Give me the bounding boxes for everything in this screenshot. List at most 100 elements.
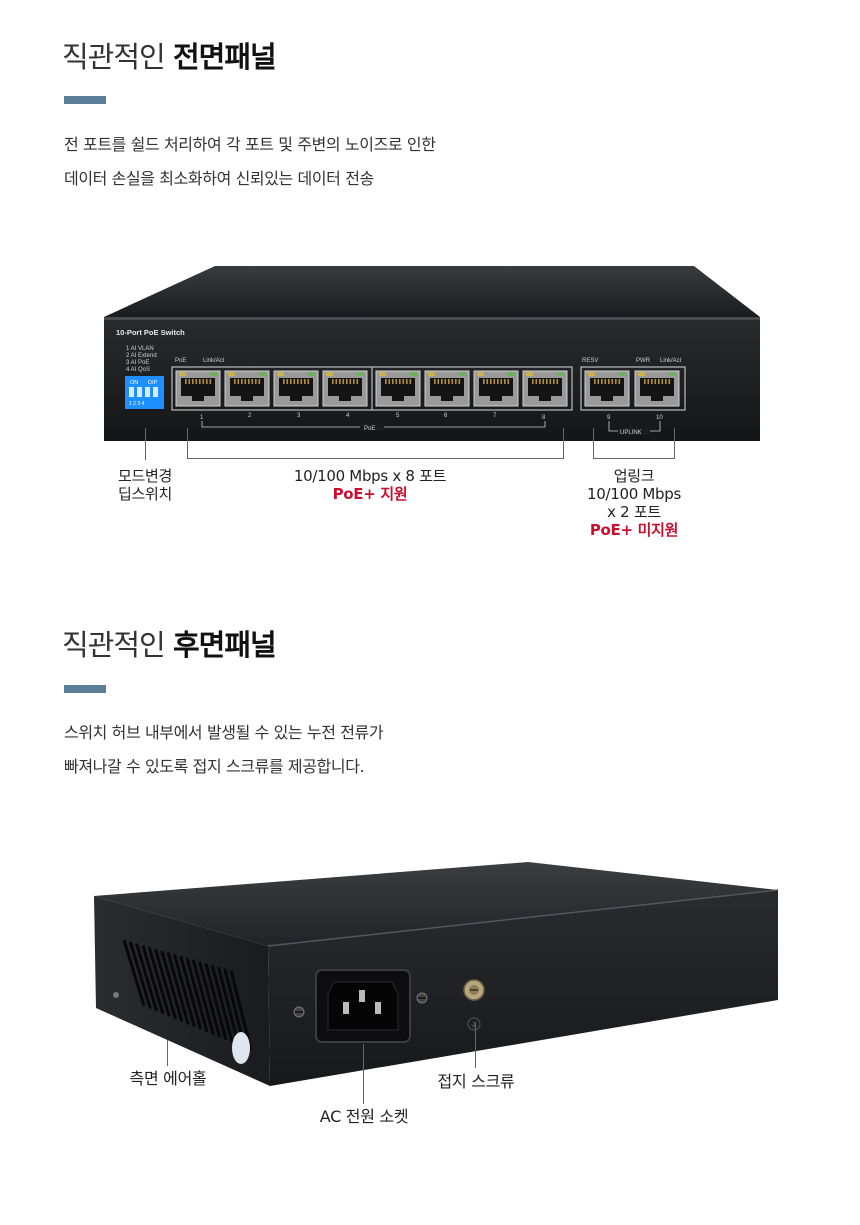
front-title-bold: 전면패널 [172,40,277,74]
dip-label-4: 4 AI QoS [126,367,150,373]
dip-numbers: 1 2 3 4 [129,401,145,407]
vent-slot [147,946,171,1017]
rear-description: 스위치 허브 내부에서 발생될 수 있는 누전 전류가 빠져나갈 수 있도록 접… [64,716,384,784]
rj45-port-4 [322,370,368,407]
side-air-vents [122,939,253,1051]
front-description: 전 포트를 쉴드 처리하여 각 포트 및 주변의 노이즈로 인한 데이터 손실을… [64,128,436,196]
rear-accent-bar [64,685,106,693]
vent-slot [172,954,196,1028]
mode-callout-line-2: 딥스위치 [117,485,172,503]
dip-label-3: 3 AI PoE [126,360,149,366]
ac-power-socket [315,969,411,1043]
port-number-4: 4 [346,413,350,419]
front-title-light: 직관적인 [62,40,166,74]
ports-callout-line-left [187,428,188,458]
uplink-callout-no-poe: PoE+ 미지원 [589,521,679,539]
vent-slot [185,957,209,1033]
vent-slot [160,950,184,1023]
resv-label: RESV [582,358,598,364]
vent-slot [141,944,165,1015]
port-number-7: 7 [493,413,497,419]
rj45-port-2 [224,370,270,407]
dip-label-2: 2 AI Extend [126,353,157,359]
rj45-port-9 [584,370,630,407]
side-vent-callout: 측면 에어홀 [129,1069,207,1088]
vent-slot [135,943,159,1012]
uplink-bracket-label: UPLINK [620,430,642,436]
port-number-5: 5 [396,413,400,419]
mode-dip-callout: 모드변경 딥스위치 [95,467,195,503]
mode-callout-line-1: 모드변경 [117,467,172,485]
rear-top-surface [94,862,778,946]
front-switch-photo: 10-Port PoE Switch 1 AI VLAN 2 AI Extend… [104,266,760,441]
port-number-10: 10 [656,415,663,421]
uplink-callout-line-left [593,428,594,458]
link-act-uplink-label: Link/Act [660,358,682,364]
rear-section-title: 직관적인 후면패널 [62,622,277,664]
ac-socket-callout: AC 전원 소켓 [319,1107,409,1126]
switch-top-surface [104,266,760,317]
poe-header-label: PoE [175,358,186,364]
rj45-port-5 [375,370,421,407]
dip-label-1: 1 AI VLAN [126,346,154,352]
rear-desc-line-2: 빠져나갈 수 있도록 접지 스크류를 제공합니다. [64,757,365,776]
pwr-label: PWR [636,358,651,364]
vent-slot [179,955,203,1030]
rear-title-light: 직관적인 [62,628,166,662]
svg-text:⏚: ⏚ [470,1021,478,1030]
ground-screw-callout-line [475,1022,476,1068]
uplink-callout-line-3: x 2 포트 [607,503,661,521]
uplink-callout-line-right [674,428,675,458]
side-vent-callout-line [167,1040,168,1066]
ethernet-ports [175,370,680,407]
dip-word-label: DIP [148,380,158,386]
vent-slot [191,959,215,1035]
mode-callout-line [145,428,146,460]
side-sticker [232,1032,250,1064]
port-number-6: 6 [444,413,448,419]
vent-slot [154,948,177,1020]
dip-switch: ON DIP 1 2 3 4 [125,376,164,409]
vent-slot [210,964,234,1043]
poe-bracket-label: PoE [364,426,375,432]
rear-title-bold: 후면패널 [172,628,277,662]
rj45-port-3 [273,370,319,407]
vent-slot [217,966,240,1046]
ac-socket-callout-line [363,1044,364,1104]
front-desc-line-2: 데이터 손실을 최소화하여 신뢰있는 데이터 전송 [64,169,374,188]
ports-callout-poe-support: PoE+ 지원 [332,485,408,503]
front-section-title: 직관적인 전면패널 [62,34,277,76]
rear-switch-photo: ⏚ [94,862,779,1086]
port-number-1: 1 [200,415,204,421]
rj45-port-10 [634,370,680,407]
model-label: 10-Port PoE Switch [116,328,185,337]
uplink-callout-line-bottom [593,458,675,459]
rj45-port-6 [424,370,470,407]
ground-screw-callout: 접지 스크류 [437,1072,515,1091]
ports-callout-line-right [563,428,564,458]
uplink-callout: 업링크 10/100 Mbps x 2 포트 PoE+ 미지원 [574,467,694,539]
ports-callout: 10/100 Mbps x 8 포트 PoE+ 지원 [270,467,470,503]
rear-desc-line-1: 스위치 허브 내부에서 발생될 수 있는 누전 전류가 [64,723,384,742]
ports-callout-line-bottom [187,458,564,459]
rj45-port-8 [522,370,568,407]
rj45-port-7 [473,370,519,407]
front-desc-line-1: 전 포트를 쉴드 처리하여 각 포트 및 주변의 노이즈로 인한 [64,135,436,154]
vent-slot [128,941,152,1010]
port-number-3: 3 [297,413,301,419]
link-act-header-label: Link/Act [203,358,225,364]
vent-slot [198,961,222,1038]
vent-slot [204,963,228,1041]
front-accent-bar [64,96,106,104]
port-number-9: 9 [607,415,611,421]
vent-slot [166,952,190,1025]
port-number-8: 8 [542,415,546,421]
uplink-callout-line-2: 10/100 Mbps [586,485,682,503]
port-number-2: 2 [248,413,252,419]
ground-screw: ⏚ [463,979,485,1031]
vent-slot [122,939,146,1007]
ports-callout-spec: 10/100 Mbps x 8 포트 [293,467,447,485]
rj45-port-1 [175,370,221,407]
vent-slot [229,970,253,1051]
dip-on-label: ON [130,380,138,386]
